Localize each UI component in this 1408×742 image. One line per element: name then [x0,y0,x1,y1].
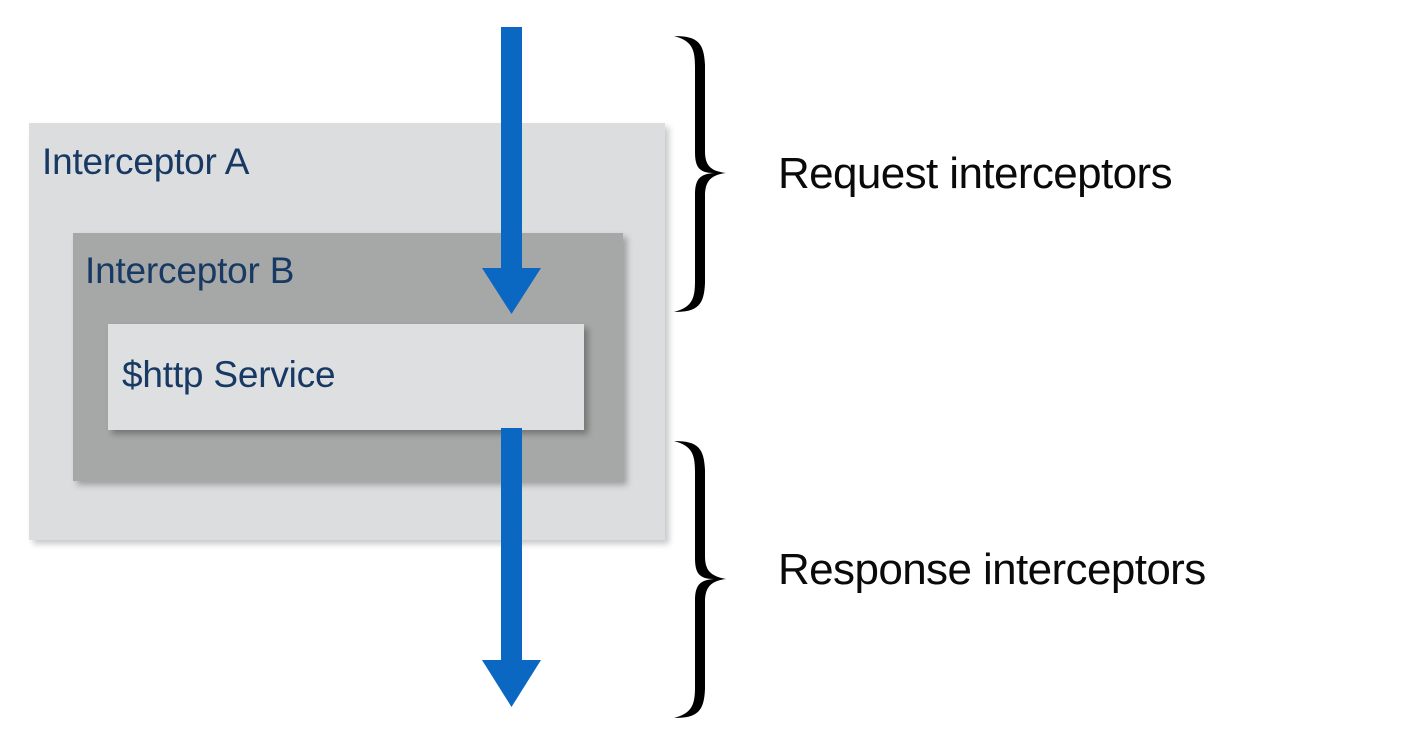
http-service-label: $http Service [122,354,336,395]
interceptor-a-label: Interceptor A [42,141,250,182]
response-brace-icon [674,441,726,718]
http-service-box: $http Service [108,324,584,430]
interceptor-b-box: Interceptor B $http Service [73,233,623,481]
interceptor-a-box: Interceptor A Interceptor B $http Servic… [29,123,665,540]
interceptor-b-label: Interceptor B [85,250,295,291]
response-interceptors-label: Response interceptors [778,545,1206,594]
request-interceptors-label: Request interceptors [778,149,1173,198]
request-brace-icon [674,36,726,312]
